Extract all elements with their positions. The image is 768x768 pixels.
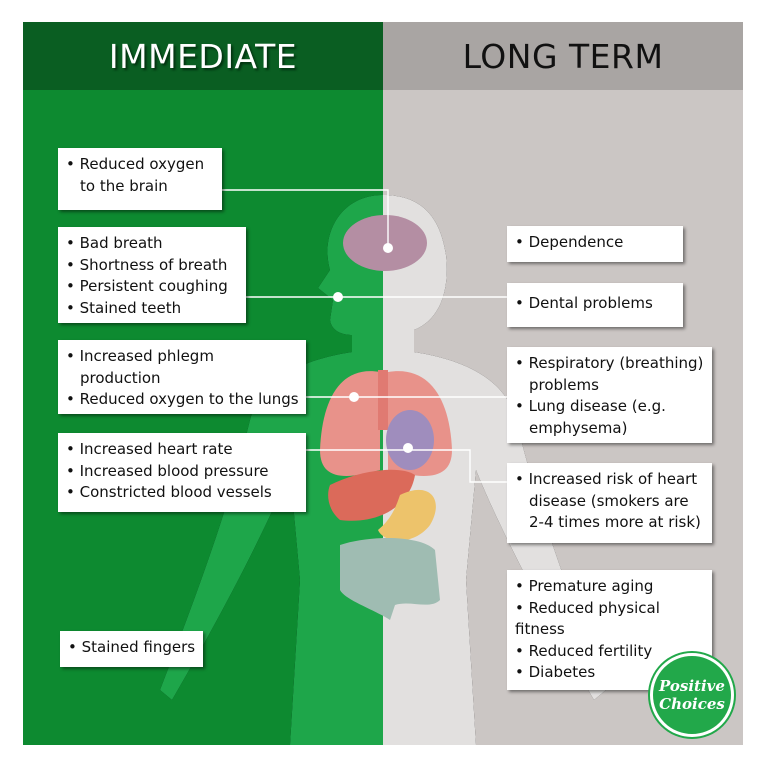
box-line: • Lung disease (e.g. (515, 397, 666, 415)
box-line: • Respiratory (breathing) (515, 354, 704, 372)
box-line: • Constricted blood vessels (66, 483, 272, 501)
box-line: • Increased blood pressure (66, 461, 269, 480)
stained-fingers-box: • Stained fingers (60, 631, 203, 667)
box-line: production (80, 368, 161, 387)
box-line: emphysema) (529, 418, 628, 437)
respiratory-box: • Respiratory (breathing) problems • Lun… (507, 347, 712, 443)
connector-lines (222, 189, 507, 483)
box-line: • Reduced fertility (515, 641, 653, 660)
box-line: • Shortness of breath (66, 255, 228, 274)
immediate-header: IMMEDIATE (23, 22, 383, 90)
connector-dots (333, 243, 413, 453)
box-line: • Premature aging (515, 577, 654, 595)
box-line: to the brain (80, 176, 168, 195)
heart-effects-box: • Increased heart rate • Increased blood… (58, 433, 306, 512)
reduced-oxygen-brain-box: • Reduced oxygen to the brain (58, 148, 222, 210)
box-line: • Persistent coughing (66, 277, 228, 295)
heart-disease-box: • Increased risk of heart disease (smoke… (507, 463, 712, 543)
lung-effects-box: • Increased phlegm production • Reduced … (58, 340, 306, 414)
box-line: • Stained teeth (66, 298, 182, 317)
mouth-effects-box: • Bad breath • Shortness of breath • Per… (58, 227, 246, 323)
positive-choices-logo: Positive Choices (650, 653, 734, 737)
box-line: problems (529, 375, 599, 394)
box-line: • Diabetes (515, 663, 596, 681)
trachea-icon (378, 370, 388, 430)
box-line: • Dental problems (515, 294, 653, 312)
box-line: • Reduced physical (515, 598, 660, 617)
heart-icon (386, 410, 434, 470)
stomach-icon (378, 489, 436, 541)
logo-line1: Positive (659, 677, 725, 695)
box-line: • Increased phlegm (66, 347, 214, 365)
box-line: • Bad breath (66, 234, 163, 252)
liver-icon (328, 469, 415, 521)
box-line: 2-4 times more at risk) (529, 513, 701, 531)
logo-line2: Choices (659, 695, 725, 713)
box-line: • Increased heart rate (66, 440, 233, 458)
brain-icon (343, 215, 427, 271)
box-line: disease (smokers are (529, 491, 689, 510)
box-line: fitness (515, 620, 565, 638)
box-line: • Increased risk of heart (515, 470, 698, 488)
box-line: • Reduced oxygen (66, 155, 205, 173)
box-line: • Stained fingers (68, 638, 196, 656)
dental-problems-box: • Dental problems (507, 283, 683, 327)
box-line: • Reduced oxygen to the lungs (66, 390, 299, 408)
intestines-icon (340, 538, 440, 620)
long-term-header: LONG TERM (383, 22, 743, 90)
box-line: • Dependence (515, 233, 624, 251)
dependence-box: • Dependence (507, 226, 683, 262)
